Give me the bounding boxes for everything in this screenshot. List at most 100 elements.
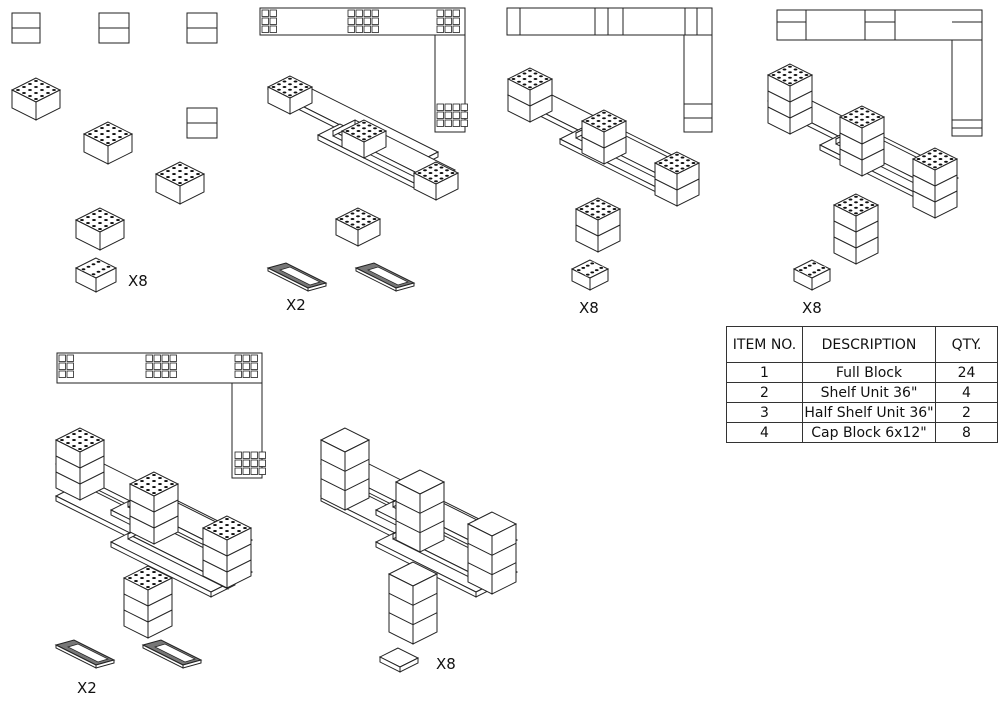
stud — [668, 155, 674, 160]
bom-item-no: 1 — [726, 362, 803, 383]
plan-stud — [460, 103, 468, 111]
stud — [853, 120, 859, 125]
stud — [848, 118, 854, 122]
stud — [589, 270, 595, 274]
stud — [59, 438, 65, 442]
stud — [139, 570, 145, 574]
step-3-quantity: X8 — [579, 299, 599, 317]
stud — [117, 135, 123, 139]
stud — [276, 82, 282, 86]
plan-stud — [153, 370, 161, 378]
stud — [836, 203, 842, 207]
stud — [606, 124, 612, 129]
stud — [787, 81, 793, 85]
plan-stud — [66, 370, 74, 378]
stud — [853, 211, 859, 215]
bom-header-row: ITEM NO. DESCRIPTION QTY. — [726, 326, 998, 363]
plan-stud — [436, 103, 444, 111]
plan-stud — [444, 9, 452, 17]
stud — [937, 162, 943, 167]
stud — [858, 208, 864, 213]
stud — [33, 97, 39, 101]
half-shelf-part — [354, 262, 416, 292]
stud — [679, 155, 685, 160]
stud — [106, 265, 112, 269]
bom-qty: 2 — [935, 402, 998, 423]
cap-block — [378, 647, 420, 673]
stud — [355, 209, 361, 213]
plan-stud — [436, 9, 444, 17]
stud — [45, 85, 51, 89]
stud — [685, 158, 691, 162]
stud — [870, 112, 876, 116]
bom-item-no: 2 — [726, 382, 803, 403]
block — [466, 511, 518, 595]
stud — [770, 73, 776, 77]
stud — [145, 482, 151, 486]
stud — [521, 77, 527, 81]
stud — [360, 222, 366, 227]
plan-stud — [250, 459, 258, 467]
stud — [864, 200, 870, 204]
stud — [532, 71, 538, 76]
stud — [943, 160, 949, 164]
block — [574, 197, 622, 253]
stud — [65, 441, 71, 445]
stud — [798, 76, 804, 80]
stud — [438, 165, 444, 170]
stud — [123, 132, 129, 136]
stud — [105, 129, 111, 133]
stud — [601, 122, 607, 126]
stud — [303, 85, 309, 89]
stud — [853, 206, 859, 210]
stud — [360, 211, 366, 216]
shelf-unit-part — [54, 639, 116, 669]
stud — [33, 79, 39, 83]
stud — [361, 126, 367, 130]
stud — [848, 112, 854, 116]
plan-stud — [355, 17, 363, 25]
stud — [139, 582, 145, 586]
stud — [212, 529, 218, 533]
stud — [287, 82, 293, 86]
stud — [77, 435, 83, 439]
stud — [371, 217, 377, 221]
stud — [163, 576, 169, 580]
stud — [580, 266, 586, 270]
stud — [521, 82, 527, 87]
stud — [538, 80, 544, 84]
block — [766, 63, 814, 135]
plan-stud — [161, 370, 169, 378]
stud — [601, 116, 607, 120]
step-3-view — [506, 7, 713, 291]
stud — [433, 163, 439, 167]
stud — [139, 485, 145, 489]
stud — [151, 491, 157, 495]
stud — [83, 438, 89, 442]
block — [319, 427, 371, 511]
stud — [584, 204, 590, 208]
stud — [292, 85, 298, 89]
stud — [350, 132, 356, 136]
stud — [510, 77, 516, 81]
stud — [281, 85, 287, 89]
stud — [151, 576, 157, 580]
bom-header-item: ITEM NO. — [726, 326, 803, 363]
stud — [39, 94, 45, 98]
plan-stud — [153, 362, 161, 370]
stud — [859, 112, 865, 116]
stud — [798, 268, 804, 272]
stud — [679, 161, 685, 165]
block — [128, 471, 180, 545]
stud — [165, 175, 171, 179]
stud — [802, 266, 808, 270]
stud — [438, 176, 444, 181]
stud — [781, 73, 787, 77]
plan-view-step-4 — [776, 9, 983, 137]
step-6-quantity: X8 — [436, 655, 456, 673]
stud — [787, 65, 793, 69]
plan-stud — [444, 103, 452, 111]
plan-stud — [58, 354, 66, 362]
stud — [527, 74, 533, 78]
